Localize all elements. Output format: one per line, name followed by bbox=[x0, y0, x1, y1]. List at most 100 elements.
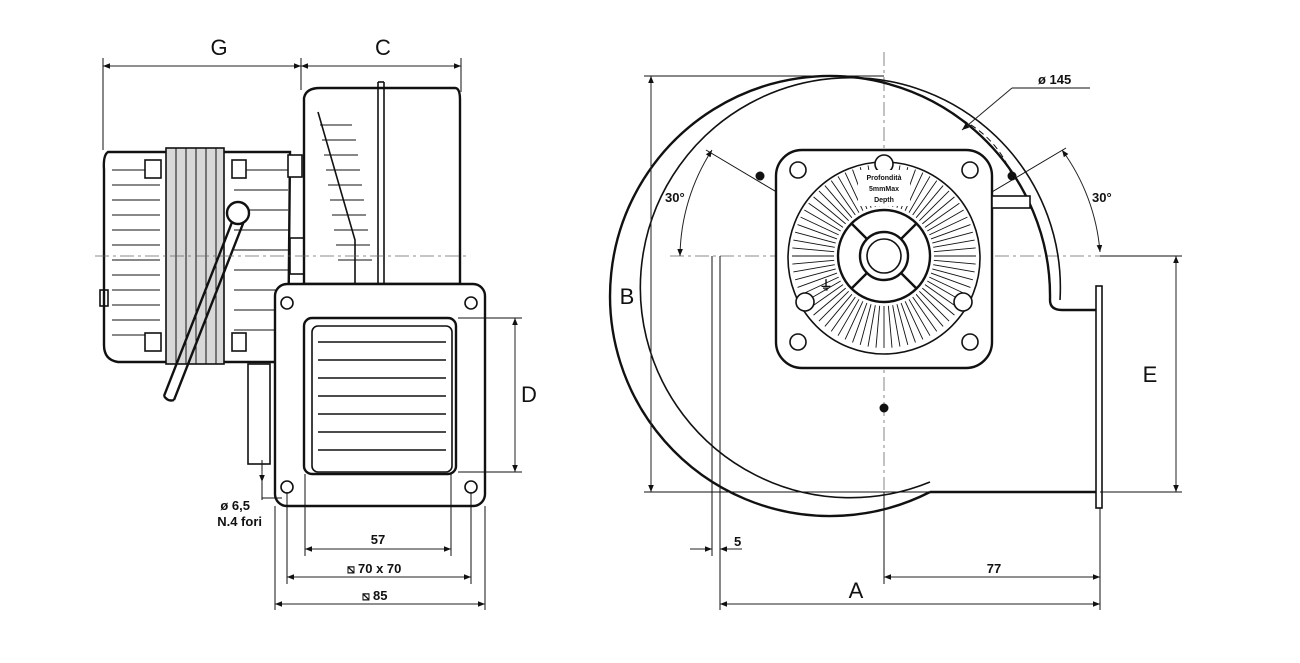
screw-icon bbox=[287, 154, 303, 178]
hole-callout: ø 6,5 N.4 fori bbox=[217, 460, 282, 529]
motor-fin bbox=[830, 296, 856, 332]
scroll-housing bbox=[608, 74, 1103, 518]
label-angle-left: 30° bbox=[665, 190, 685, 205]
dimension-b: B bbox=[620, 75, 930, 493]
motor-fin bbox=[875, 305, 881, 348]
bolt-icon bbox=[789, 333, 807, 351]
motor-fin bbox=[837, 299, 860, 336]
motor-fin bbox=[797, 224, 838, 240]
motor-fin bbox=[924, 202, 960, 228]
motor-fin bbox=[813, 196, 846, 225]
motor-fin bbox=[929, 276, 968, 296]
motor-fin bbox=[824, 185, 853, 218]
square-icon: ⧅ bbox=[362, 588, 370, 603]
outlet-louvres bbox=[318, 341, 446, 451]
front-view: ø 145 30° 30° bbox=[608, 52, 1182, 610]
motor-fin bbox=[930, 224, 971, 240]
hole-count-label: N.4 fori bbox=[217, 514, 262, 529]
motor-fin bbox=[919, 190, 950, 221]
screw-icon bbox=[231, 332, 247, 352]
cable-stub bbox=[991, 195, 1031, 209]
motor-fin bbox=[908, 176, 931, 213]
motor-plate: Profondità 5mmMax Depth ⏚ bbox=[774, 148, 1031, 370]
motor-fin bbox=[800, 216, 839, 236]
mount-hole-icon bbox=[280, 296, 294, 310]
motor-fin bbox=[915, 185, 944, 218]
dimension-57: 57 bbox=[304, 474, 452, 556]
label-g: G bbox=[210, 35, 227, 60]
motor-fin bbox=[904, 301, 924, 340]
motor-fin bbox=[933, 264, 975, 273]
motor-fin bbox=[792, 259, 835, 265]
bolt-icon bbox=[789, 161, 807, 179]
screw-icon bbox=[144, 159, 162, 179]
motor-fin bbox=[818, 190, 849, 221]
dimension-d: D bbox=[458, 317, 537, 473]
motor-fin bbox=[908, 299, 931, 336]
motor-label-line-2: 5mmMax bbox=[869, 186, 899, 193]
motor-fin bbox=[867, 305, 876, 347]
bolt-icon bbox=[953, 292, 973, 312]
label-85: 85 bbox=[373, 588, 387, 603]
mount-point-icon bbox=[755, 171, 765, 181]
power-cable bbox=[162, 211, 238, 397]
hole-diameter-label: ø 6,5 bbox=[220, 498, 250, 513]
motor-fin bbox=[859, 304, 872, 345]
dimension-a: A bbox=[720, 578, 1100, 607]
dimension-5: 5 bbox=[690, 492, 742, 610]
motor-fin bbox=[933, 259, 976, 265]
side-view: G C bbox=[95, 35, 537, 610]
label-5: 5 bbox=[734, 534, 741, 549]
motor-fin bbox=[824, 294, 853, 327]
motor-fin bbox=[922, 196, 955, 225]
motor-fin bbox=[795, 231, 836, 244]
motor-fin bbox=[932, 231, 973, 244]
square-icon: ⧅ bbox=[347, 561, 355, 576]
screw-icon bbox=[231, 159, 247, 179]
outlet-flange bbox=[247, 282, 487, 508]
label-phi145: ø 145 bbox=[1038, 72, 1071, 87]
motor-fin bbox=[793, 239, 835, 248]
motor-fin bbox=[922, 287, 955, 316]
motor-fin bbox=[797, 272, 838, 288]
motor-fin bbox=[915, 294, 944, 327]
motor-fin bbox=[792, 247, 835, 253]
motor-fin bbox=[808, 202, 844, 228]
label-a: A bbox=[849, 578, 864, 603]
label-e: E bbox=[1143, 362, 1158, 387]
motor-fin bbox=[852, 302, 868, 343]
motor-fin bbox=[795, 268, 836, 281]
motor-fin bbox=[933, 239, 975, 248]
motor-fin bbox=[793, 264, 835, 273]
label-70x70: 70 x 70 bbox=[358, 561, 401, 576]
dimension-e: E bbox=[1100, 255, 1182, 493]
motor-fin bbox=[933, 247, 976, 253]
label-d: D bbox=[521, 382, 537, 407]
label-b: B bbox=[620, 284, 635, 309]
label-angle-right: 30° bbox=[1092, 190, 1112, 205]
label-c: C bbox=[375, 35, 391, 60]
bolt-icon bbox=[961, 333, 979, 351]
motor-fin bbox=[813, 287, 846, 316]
motor-fin bbox=[837, 176, 860, 213]
screw-icon bbox=[144, 332, 162, 352]
label-77: 77 bbox=[987, 561, 1001, 576]
motor-fin bbox=[896, 304, 909, 345]
motor-fin bbox=[804, 209, 841, 232]
motor-fin bbox=[912, 180, 938, 216]
mount-hole-icon bbox=[464, 296, 478, 310]
ground-icon: ⏚ bbox=[819, 278, 832, 293]
dimension-77: 77 bbox=[883, 492, 1101, 610]
impeller-blades-side bbox=[320, 124, 372, 261]
dimension-g: G bbox=[102, 35, 302, 150]
mount-point-icon bbox=[1007, 171, 1017, 181]
dimension-70x70: ⧅ 70 x 70 bbox=[286, 492, 472, 584]
bolt-icon bbox=[961, 161, 979, 179]
motor-fin bbox=[919, 291, 950, 322]
diameter-145-callout: ø 145 bbox=[961, 72, 1090, 131]
motor-fin bbox=[800, 276, 839, 296]
motor-fin bbox=[929, 216, 968, 236]
motor-fin bbox=[912, 296, 938, 332]
motor-fin bbox=[830, 180, 856, 216]
